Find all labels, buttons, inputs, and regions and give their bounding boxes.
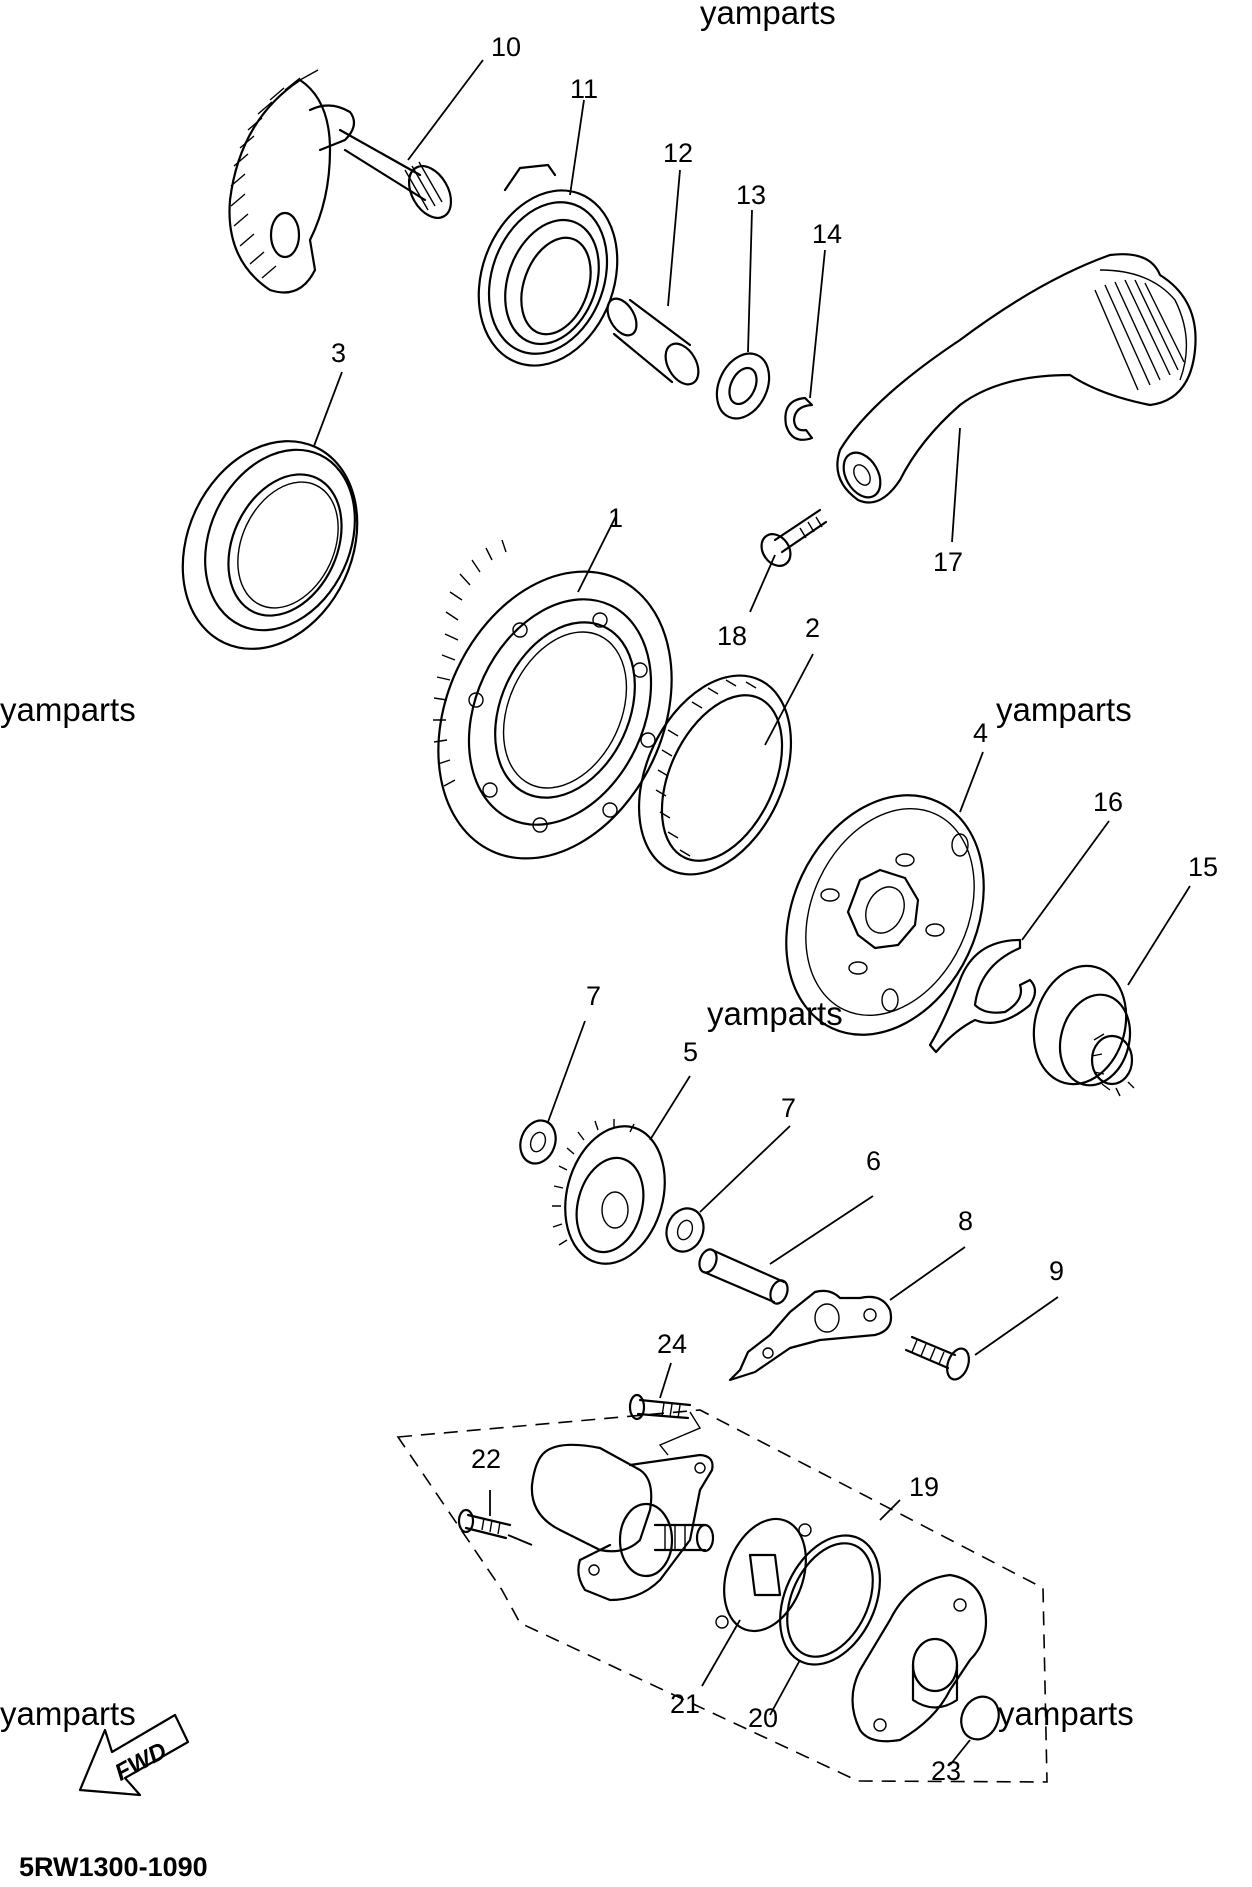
callout-23: 23 <box>931 1756 961 1786</box>
callout-17: 17 <box>933 547 963 577</box>
one-way-clutch-cage <box>637 674 793 876</box>
fwd-label: FWD <box>110 1737 171 1786</box>
watermark-top: yamparts <box>700 0 836 31</box>
watermark-bottom-left: yamparts <box>0 1695 136 1732</box>
callout-1: 1 <box>608 503 623 533</box>
bolt-24-guide-line <box>658 1411 702 1456</box>
callout-21: 21 <box>670 1689 700 1719</box>
callout-8: 8 <box>958 1206 973 1236</box>
watermark-center: yamparts <box>707 995 843 1032</box>
callout-22: 22 <box>471 1444 501 1474</box>
starter-pinion-gear <box>1032 964 1135 1097</box>
leader-lines <box>313 59 1191 1766</box>
callout-20: 20 <box>748 1703 778 1733</box>
callout-5: 5 <box>683 1037 698 1067</box>
kick-bushing <box>606 297 700 386</box>
callout-7-lower: 7 <box>781 1093 796 1123</box>
starter-motor-assembly-outline <box>396 1409 1048 1783</box>
screw-9 <box>904 1335 970 1381</box>
callout-4: 4 <box>973 718 988 748</box>
starter-clutch-plate <box>785 794 985 1036</box>
o-ring-20 <box>779 1534 881 1666</box>
kick-axle-gear <box>228 69 453 294</box>
watermark-left: yamparts <box>0 691 136 728</box>
clip-spring <box>928 938 1037 1054</box>
watermark-right: yamparts <box>996 691 1132 728</box>
callout-10: 10 <box>491 32 521 62</box>
callout-2: 2 <box>805 613 820 643</box>
starter-clutch-ring-gear <box>433 539 673 860</box>
drawing-code: 5RW1300-1090 <box>19 1852 208 1882</box>
callout-7-upper: 7 <box>586 981 601 1011</box>
bolt-22 <box>457 1508 512 1540</box>
callout-13: 13 <box>736 180 766 210</box>
idler-gear <box>552 1119 666 1265</box>
watermark-bottom-right: yamparts <box>998 1695 1134 1732</box>
bolt-18 <box>760 508 828 567</box>
callout-12: 12 <box>663 138 693 168</box>
callout-3: 3 <box>331 338 346 368</box>
callout-9: 9 <box>1049 1256 1064 1286</box>
idler-shaft <box>698 1248 789 1305</box>
o-ring-23 <box>960 1695 1000 1741</box>
starter-motor <box>530 1443 715 1602</box>
callout-6: 6 <box>866 1146 881 1176</box>
callout-15: 15 <box>1188 852 1218 882</box>
kick-spring <box>477 163 619 367</box>
starter-bracket <box>715 1517 812 1633</box>
kick-crank-lever <box>836 253 1197 504</box>
starter-rear-cover <box>851 1573 988 1743</box>
callout-14: 14 <box>812 219 842 249</box>
callout-numbers: 10 11 12 13 14 3 17 1 18 2 4 16 15 7 5 7… <box>331 32 1218 1786</box>
callout-18: 18 <box>717 621 747 651</box>
callout-24: 24 <box>657 1329 687 1359</box>
washer-7-upper <box>519 1119 557 1165</box>
retaining-plate <box>728 1289 893 1382</box>
callout-11: 11 <box>570 74 598 104</box>
washer-7-lower <box>665 1207 705 1253</box>
callout-19: 19 <box>909 1472 939 1502</box>
circlip-14 <box>784 396 814 441</box>
washer-13 <box>715 352 771 420</box>
oil-seal <box>181 440 359 650</box>
callout-16: 16 <box>1093 787 1123 817</box>
